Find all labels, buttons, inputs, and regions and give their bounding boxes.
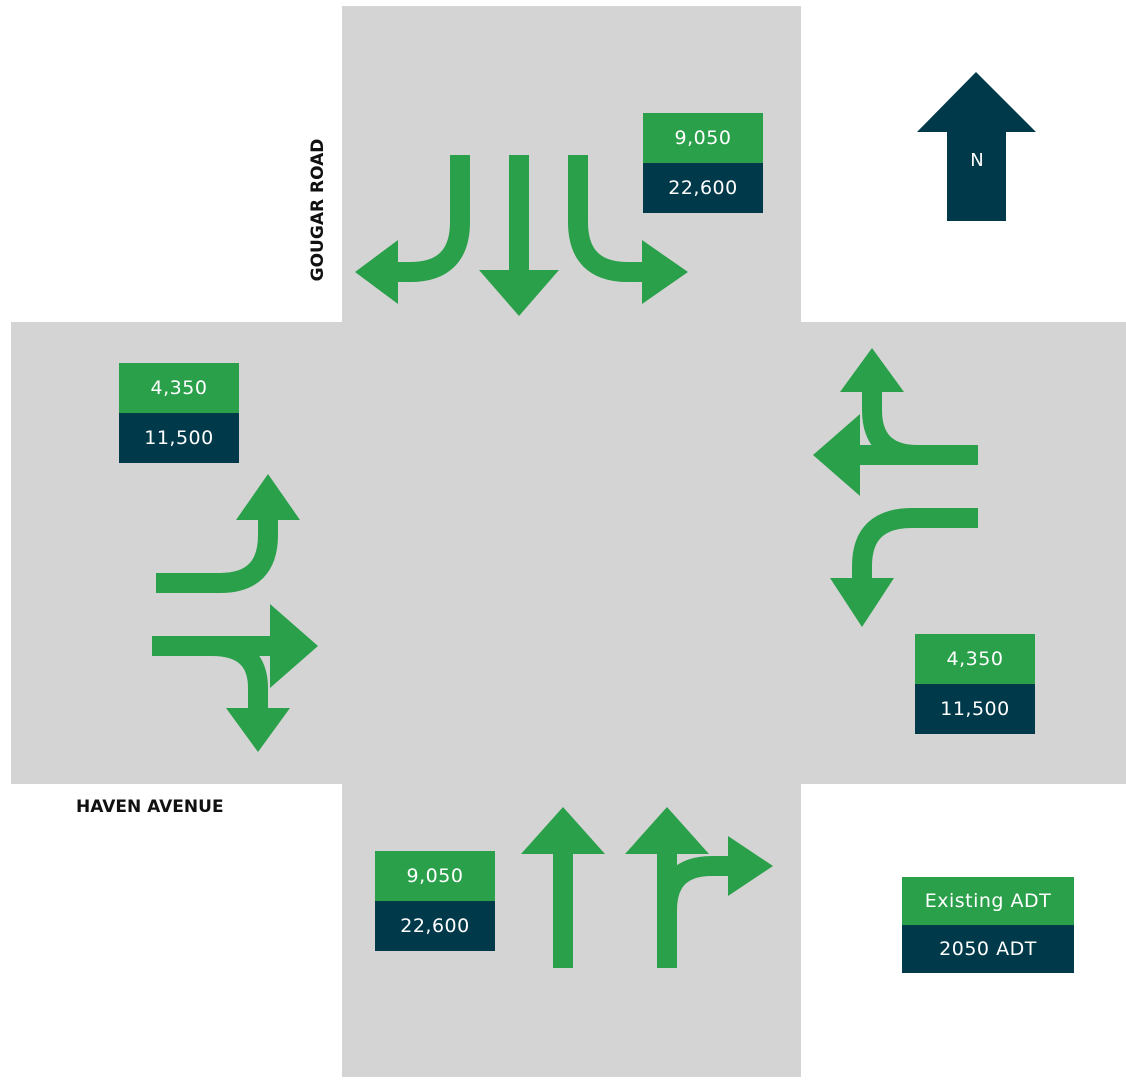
east-approach-volumes: 4,350 11,500 xyxy=(915,634,1035,734)
east-left-head xyxy=(830,578,894,627)
east-through-head xyxy=(813,414,860,496)
west-approach-volumes: 4,350 11,500 xyxy=(119,363,239,463)
north-2050-adt: 22,600 xyxy=(643,163,763,213)
north-existing-adt: 9,050 xyxy=(643,113,763,163)
west-through-head xyxy=(270,604,318,688)
north-left-turn-arrow-icon xyxy=(398,155,470,282)
west-left-turn-arrow-icon xyxy=(156,517,278,593)
haven-avenue-label: HAVEN AVENUE xyxy=(76,797,224,817)
west-right-head xyxy=(226,708,290,752)
south-combo-through-head xyxy=(625,807,709,854)
north-through-head xyxy=(479,270,559,316)
south-approach-volumes: 9,050 22,600 xyxy=(375,851,495,951)
north-right-head xyxy=(642,240,688,304)
north-arrow-icon xyxy=(917,72,1036,221)
south-existing-adt: 9,050 xyxy=(375,851,495,901)
legend-2050-adt: 2050 ADT xyxy=(902,925,1074,973)
west-right-turn-branch-icon xyxy=(211,636,268,710)
west-2050-adt: 11,500 xyxy=(119,413,239,463)
south-right-head xyxy=(728,836,773,896)
north-left-head xyxy=(355,240,398,304)
west-left-head xyxy=(236,474,300,520)
north-approach-volumes: 9,050 22,600 xyxy=(643,113,763,213)
east-2050-adt: 11,500 xyxy=(915,684,1035,734)
west-existing-adt: 4,350 xyxy=(119,363,239,413)
adt-legend: Existing ADT 2050 ADT xyxy=(902,877,1074,973)
south-through-head xyxy=(521,807,605,854)
north-label: N xyxy=(970,150,984,171)
north-right-turn-arrow-icon xyxy=(568,155,642,282)
legend-existing-adt: Existing ADT xyxy=(902,877,1074,925)
east-right-head xyxy=(840,348,904,392)
east-right-turn-branch-icon xyxy=(862,389,919,465)
south-2050-adt: 22,600 xyxy=(375,901,495,951)
east-existing-adt: 4,350 xyxy=(915,634,1035,684)
east-left-turn-arrow-icon xyxy=(852,508,978,578)
gougar-road-label: GOUGAR ROAD xyxy=(308,138,328,282)
south-right-turn-branch-icon xyxy=(657,856,730,911)
